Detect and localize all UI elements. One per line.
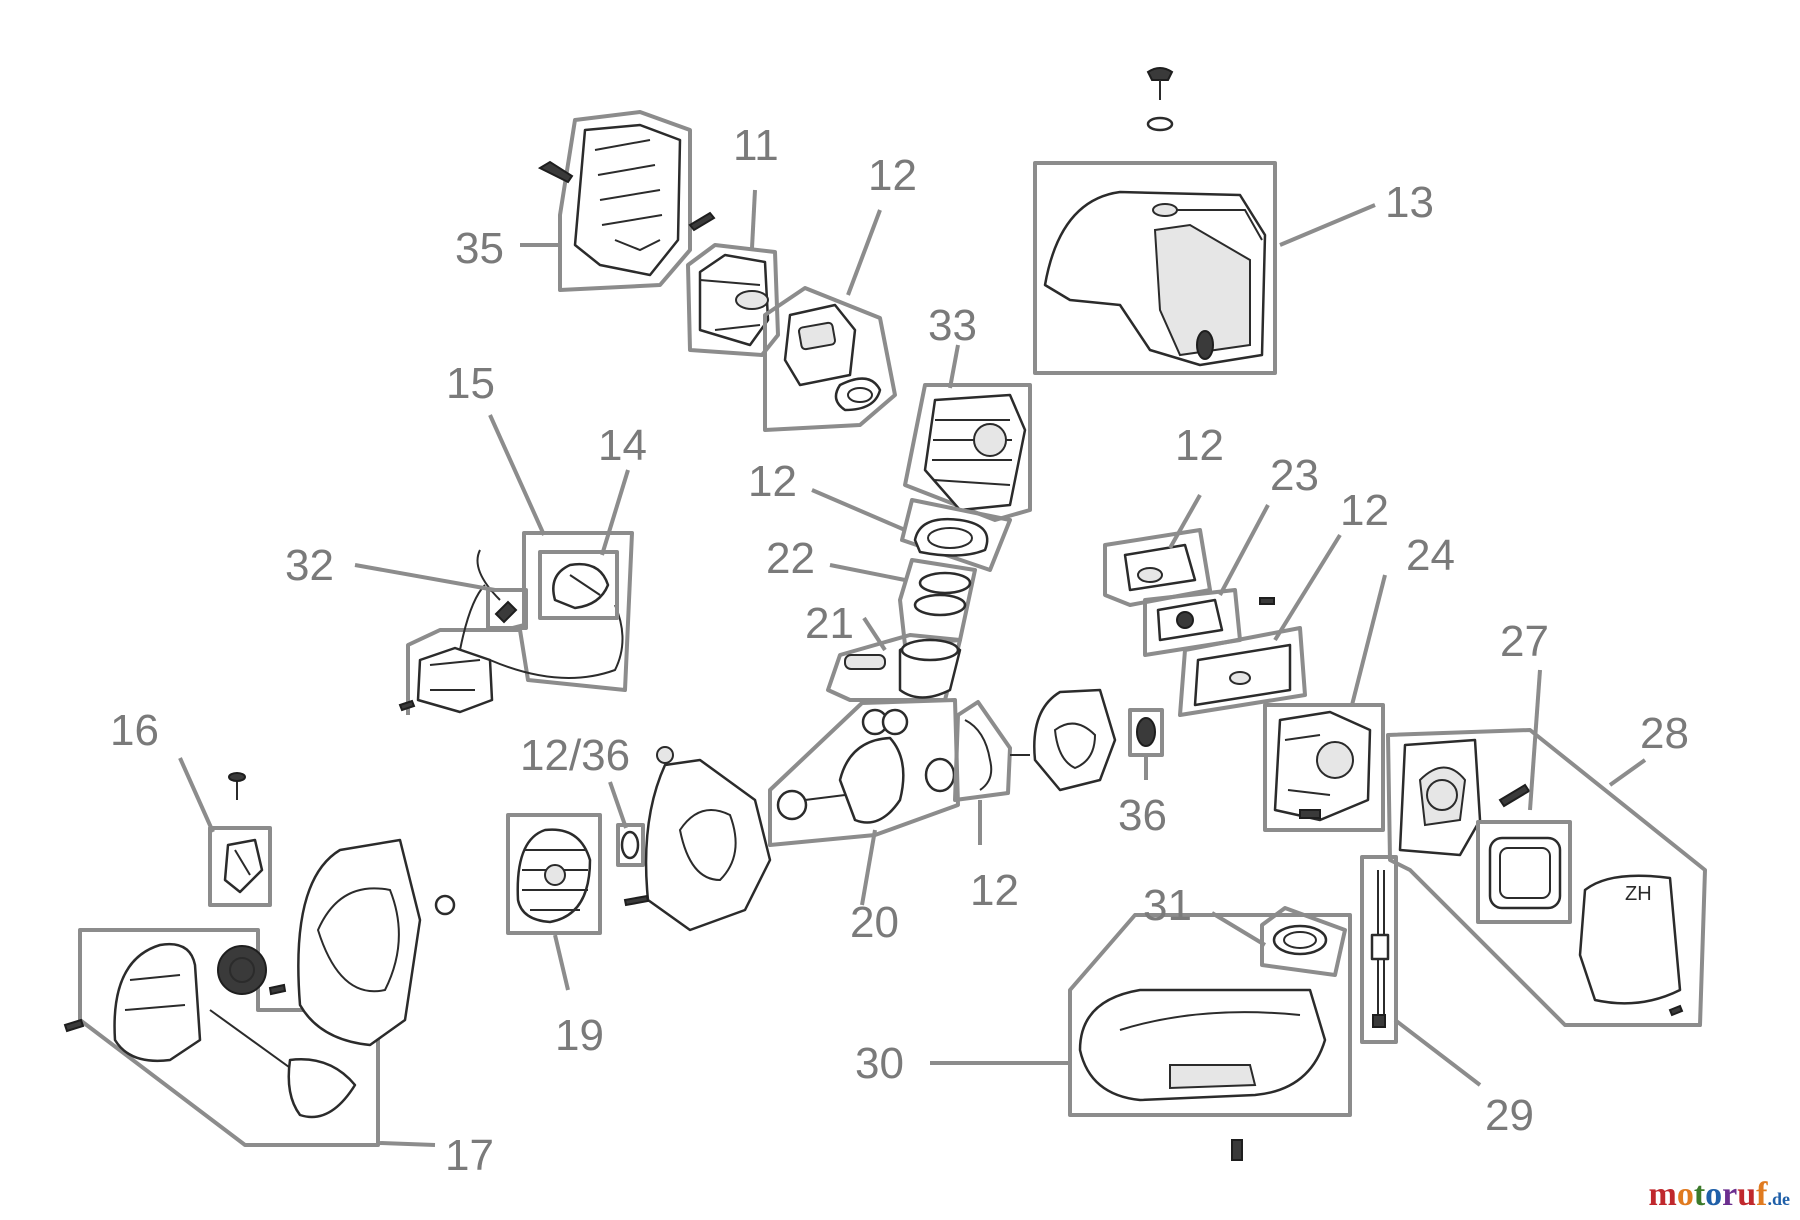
crankshaft-part-20 [768,698,960,847]
screw-washer-part-13 [1146,67,1174,132]
callout-12-crankcase: 12 [970,866,1019,915]
muffler-part-11 [686,243,780,357]
watermark-letter: m [1648,1176,1677,1213]
callout-31: 31 [1143,881,1192,930]
piston-part-21 [826,633,962,702]
air-filter-element-part-27 [1476,783,1572,924]
callout-13: 13 [1385,178,1434,227]
callout-12-muffler: 12 [868,151,917,200]
fuel-cap-part-31 [1260,906,1347,977]
air-filter-group-part-28 [1386,728,1707,1027]
callout-16: 16 [110,706,159,755]
recoil-starter-part-17 [63,928,380,1147]
crankcase-right [1010,688,1117,792]
watermark-letter: r [1722,1176,1738,1213]
gasket-part-12-upper [1103,528,1212,607]
spark-plug-boot-part-32 [476,549,528,630]
cylinder-gasket-part-12 [900,498,1012,572]
cylinder-part-33 [903,383,1032,522]
piston-rings-part-22 [898,558,977,647]
callout-17: 17 [445,1131,494,1180]
leader-lines [178,189,1647,1147]
callout-35: 35 [455,224,504,273]
flywheel-part-19 [506,813,602,935]
callout-15: 15 [446,359,495,408]
watermark-letter: f [1756,1176,1768,1213]
callout-14: 14 [598,421,647,470]
callout-12-carb: 12 [1340,486,1389,535]
callout-29: 29 [1485,1091,1534,1140]
svg-text:ZH: ZH [1625,883,1652,905]
callout-23: 23 [1270,451,1319,500]
pawl-part-16 [208,772,272,907]
engine-cover-part-13 [1033,161,1277,375]
callout-30: 30 [855,1039,904,1088]
insulator-part-23 [1143,588,1275,657]
callout-21: 21 [805,599,854,648]
watermark-tld: .de [1767,1189,1791,1209]
callout-28: 28 [1640,709,1689,758]
carburetor-part-24 [1263,703,1385,832]
ignition-group-part-15 [398,531,634,715]
muffler-cover-part-35 [537,110,716,292]
starter-housing-part-17 [297,838,456,1047]
gasket-plate-part-12 [763,286,897,432]
callout-22: 22 [766,534,815,583]
watermark-letter: o [1705,1176,1723,1213]
callout-33: 33 [928,301,977,350]
watermark-brand: motoruf [1649,1176,1768,1213]
ignition-module-part-14 [538,550,619,620]
seal-part-12-36 [616,823,645,867]
watermark-letter: t [1693,1176,1706,1213]
watermark-logo: motoruf.de [1649,1176,1791,1214]
callout-27: 27 [1500,617,1549,666]
watermark-letter: o [1676,1176,1694,1213]
crankcase-left [623,746,772,932]
crankcase-gasket-part-12 [953,700,1012,802]
watermark-letter: u [1737,1176,1757,1213]
callout-11: 11 [733,121,779,170]
callout-36: 36 [1118,791,1167,840]
callout-20: 20 [850,898,899,947]
callout-12-36: 12/36 [520,731,630,780]
seal-part-36 [1128,708,1164,757]
callout-12-intake: 12 [1175,421,1224,470]
air-filter-cover-part-28: ZH [1578,874,1684,1017]
gasket-plate-part-12-right [1178,626,1307,717]
callout-labels: 11 12 35 13 33 15 14 32 12 22 21 12 23 1… [110,121,1689,1180]
callout-19: 19 [555,1011,604,1060]
callout-24: 24 [1406,531,1455,580]
callout-32: 32 [285,541,334,590]
fuel-line-part-29 [1360,855,1398,1044]
callout-12-cylinder: 12 [748,457,797,506]
fuel-tank-group-part-30 [1068,913,1352,1161]
